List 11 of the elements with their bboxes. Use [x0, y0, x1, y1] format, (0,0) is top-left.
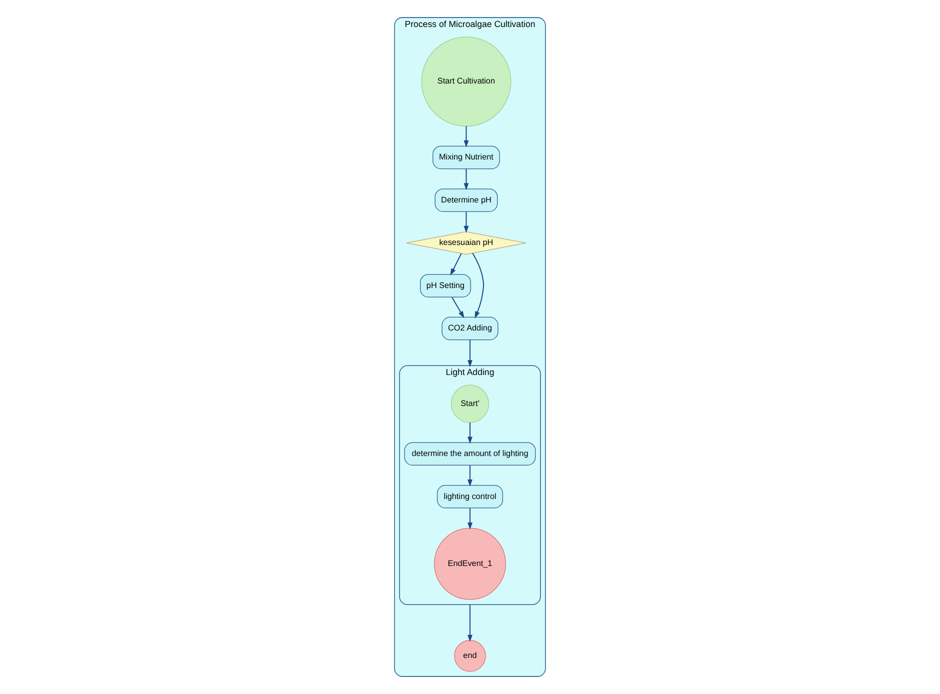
arrow [472, 252, 484, 318]
arrow [468, 422, 472, 444]
arrow [464, 169, 469, 190]
arrow [464, 126, 469, 148]
arrow [468, 508, 472, 530]
arrow [464, 212, 469, 233]
arrow [468, 340, 472, 368]
arrow [468, 604, 472, 642]
arrow [450, 253, 462, 276]
arrow [451, 297, 464, 318]
arrow [468, 465, 472, 487]
